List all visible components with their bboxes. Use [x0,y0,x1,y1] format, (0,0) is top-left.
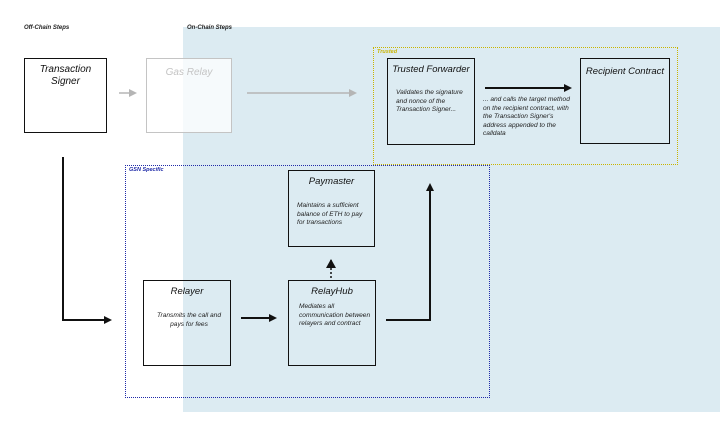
forwarder-call-annotation: ... and calls the target method on the r… [483,96,570,137]
relayhub-to-paymaster-arrowhead [326,259,336,268]
recipient-contract-box: Recipient Contract [580,58,670,144]
paymaster-box: Paymaster Maintains a sufficient balance… [288,170,375,247]
trusted-label: Trusted [377,49,398,55]
transaction-signer-box: Transaction Signer [24,58,107,133]
relayer-title: Relayer [170,286,204,297]
relayhub-description: Mediates all communication between relay… [299,303,371,327]
relayhub-title: RelayHub [311,286,353,297]
trusted-forwarder-description: Validates the signature and nonce of the… [396,89,463,113]
paymaster-title: Paymaster [308,176,355,187]
relayer-description: Transmits the call and pays for fees [156,312,221,328]
recipient-contract-title: Recipient Contract [585,66,665,77]
gas-relay-title: Gas Relay [165,67,213,78]
trusted-forwarder-box: Trusted Forwarder Validates the signatur… [387,58,475,145]
gas-relay-box: Gas Relay [146,58,232,133]
gsn-specific-label: GSN Specific [129,167,164,173]
relayhub-to-forwarder-arrow [386,183,434,321]
off-chain-label: Off-Chain Steps [24,25,70,31]
relayhub-box: RelayHub Mediates all communication betw… [288,280,376,366]
gsn-specific-region [125,165,490,398]
signer-to-relayer-arrow [62,157,112,324]
trusted-forwarder-title: Trusted Forwarder [392,64,470,75]
relayer-box: Relayer Transmits the call and pays for … [143,280,231,366]
on-chain-label: On-Chain Steps [187,25,233,31]
paymaster-description: Maintains a sufficient balance of ETH to… [297,202,363,226]
transaction-signer-title: Transaction Signer [39,64,92,87]
trusted-region [373,47,678,165]
on-chain-region [183,27,720,412]
